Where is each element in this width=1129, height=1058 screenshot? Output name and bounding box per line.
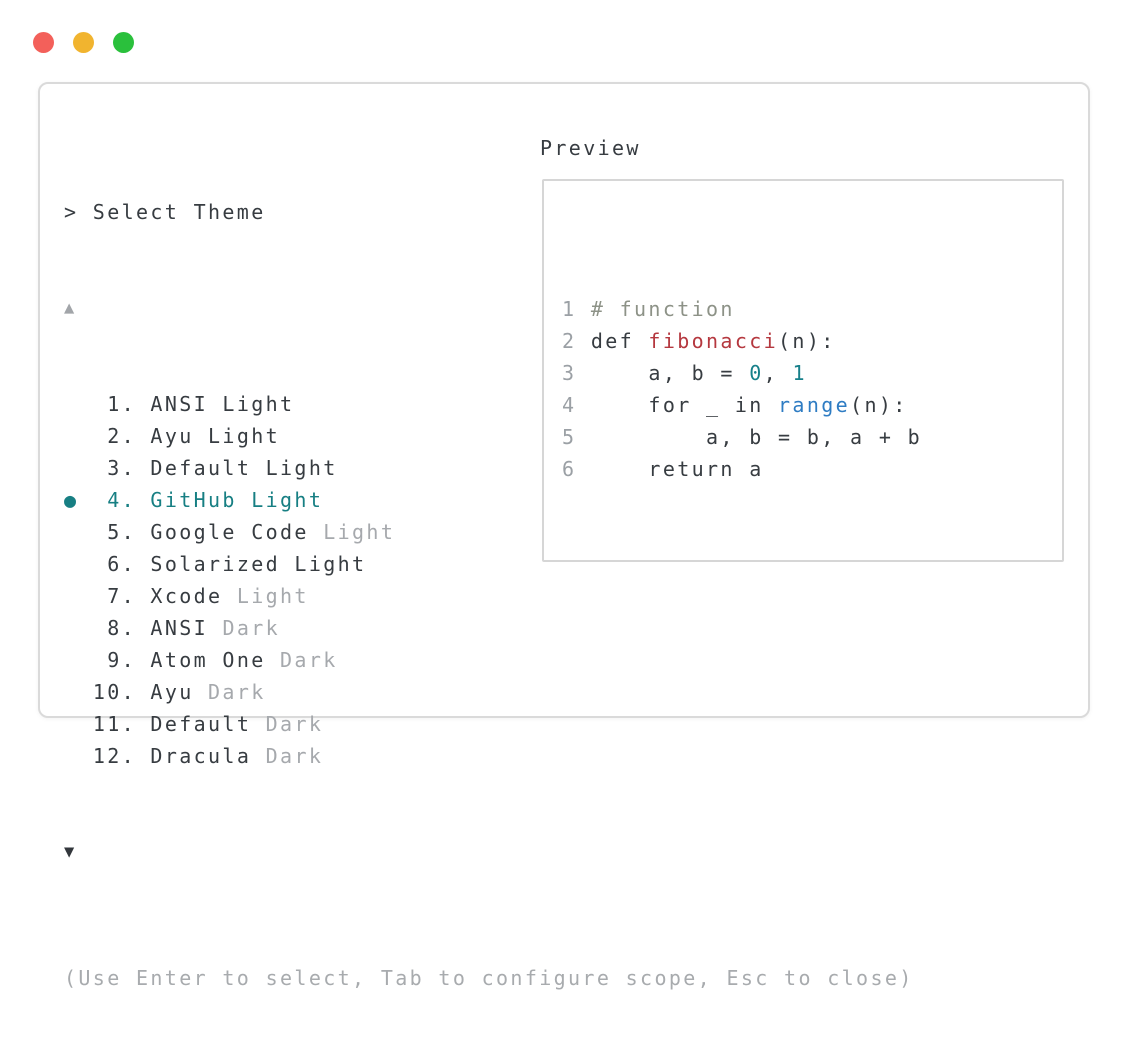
code-token: (n): (778, 329, 836, 353)
theme-item-label: Dark (265, 712, 324, 736)
theme-item-label: ANSI Light (150, 392, 295, 416)
theme-item-label: Dracula (150, 744, 266, 768)
bullet-spacer (64, 680, 93, 704)
prompt-title: > Select Theme (64, 200, 266, 224)
window-controls (33, 32, 134, 53)
theme-item-number: 12. (92, 744, 151, 768)
bullet-spacer (64, 648, 93, 672)
code-line: 3 a, b = 0, 1 (562, 357, 1062, 389)
code-token: def (590, 329, 649, 353)
line-number: 1 (562, 297, 591, 321)
code-token: , (763, 361, 793, 385)
code-line: 1 # function (562, 293, 1062, 325)
bullet-spacer (64, 392, 93, 416)
theme-item[interactable]: 9. Atom One Dark (64, 644, 534, 676)
line-number: 4 (562, 393, 591, 417)
minimize-button[interactable] (73, 32, 94, 53)
theme-item-number: 7. (92, 584, 151, 608)
theme-item-label: Default Light (150, 456, 338, 480)
theme-item-label: Google Code (150, 520, 324, 544)
theme-item-number: 4. (92, 488, 151, 512)
code-token: a, b = (590, 361, 750, 385)
theme-item[interactable]: 5. Google Code Light (64, 516, 534, 548)
code-token: range (778, 393, 851, 417)
theme-item[interactable]: 10. Ayu Dark (64, 676, 534, 708)
code-line: 2 def fibonacci(n): (562, 325, 1062, 357)
code-line: 4 for _ in range(n): (562, 389, 1062, 421)
code-line: 5 a, b = b, a + b (562, 421, 1062, 453)
code-token: # function (590, 297, 735, 321)
theme-item-label: Ayu Light (150, 424, 281, 448)
bullet-spacer (64, 456, 93, 480)
theme-item-label: Dark (265, 744, 324, 768)
theme-item-number: 5. (92, 520, 151, 544)
theme-item-number: 6. (92, 552, 151, 576)
line-number: 3 (562, 361, 591, 385)
theme-item[interactable]: 1. ANSI Light (64, 388, 534, 420)
theme-item-number: 11. (92, 712, 151, 736)
theme-list: 1. ANSI Light 2. Ayu Light 3. Default Li… (64, 388, 534, 772)
blank-line (562, 549, 1062, 560)
help-text: (Use Enter to select, Tab to configure s… (64, 966, 914, 990)
selection-bullet-icon: ● (64, 488, 93, 512)
theme-picker-window: > Select Theme ▲ 1. ANSI Light 2. Ayu Li… (38, 82, 1090, 990)
theme-item-number: 3. (92, 456, 151, 480)
theme-item[interactable]: 11. Default Dark (64, 708, 534, 740)
theme-item-label: Xcode (150, 584, 237, 608)
theme-item-label: GitHub Light (150, 488, 324, 512)
theme-item[interactable]: 8. ANSI Dark (64, 612, 534, 644)
close-button[interactable] (33, 32, 54, 53)
code-token: for _ in (590, 393, 779, 417)
theme-item-number: 9. (92, 648, 151, 672)
scroll-down-icon[interactable]: ▼ (64, 842, 77, 862)
theme-item[interactable]: 2. Ayu Light (64, 420, 534, 452)
code-token: return a (590, 457, 764, 481)
code-token: a, b = b, a + b (590, 425, 923, 449)
theme-item-label: Dark (222, 616, 281, 640)
zoom-button[interactable] (113, 32, 134, 53)
theme-item-number: 10. (92, 680, 151, 704)
theme-item[interactable]: 12. Dracula Dark (64, 740, 534, 772)
preview-title: Preview (540, 136, 641, 160)
line-number: 2 (562, 329, 591, 353)
theme-item-label: Light (323, 520, 396, 544)
theme-item-label: Solarized Light (150, 552, 367, 576)
code-token: 0 (749, 361, 764, 385)
theme-item-label: Default (150, 712, 266, 736)
code-line: 6 return a (562, 453, 1062, 485)
theme-item-label: Light (236, 584, 309, 608)
theme-item[interactable]: 3. Default Light (64, 452, 534, 484)
code-token: 1 (792, 361, 807, 385)
theme-item-number: 8. (92, 616, 151, 640)
theme-item-label: Ayu (150, 680, 209, 704)
theme-item[interactable]: ● 4. GitHub Light (64, 484, 534, 516)
bullet-spacer (64, 712, 93, 736)
theme-item[interactable]: 7. Xcode Light (64, 580, 534, 612)
bullet-spacer (64, 616, 93, 640)
line-number: 6 (562, 457, 591, 481)
bullet-spacer (64, 744, 93, 768)
theme-item-label: Dark (280, 648, 338, 672)
scroll-up-icon[interactable]: ▲ (64, 298, 77, 318)
bullet-spacer (64, 552, 93, 576)
bullet-spacer (64, 584, 93, 608)
code-token: (n): (850, 393, 908, 417)
line-number: 5 (562, 425, 591, 449)
theme-item-label: Dark (208, 680, 266, 704)
theme-item-number: 1. (92, 392, 151, 416)
theme-item-label: Atom One (150, 648, 281, 672)
theme-item-number: 2. (92, 424, 151, 448)
bullet-spacer (64, 424, 93, 448)
bullet-spacer (64, 520, 93, 544)
code-token: fibonacci (648, 329, 779, 353)
theme-item[interactable]: 6. Solarized Light (64, 548, 534, 580)
theme-list-panel: > Select Theme ▲ 1. ANSI Light 2. Ayu Li… (64, 132, 914, 1058)
theme-item-label: ANSI (150, 616, 223, 640)
